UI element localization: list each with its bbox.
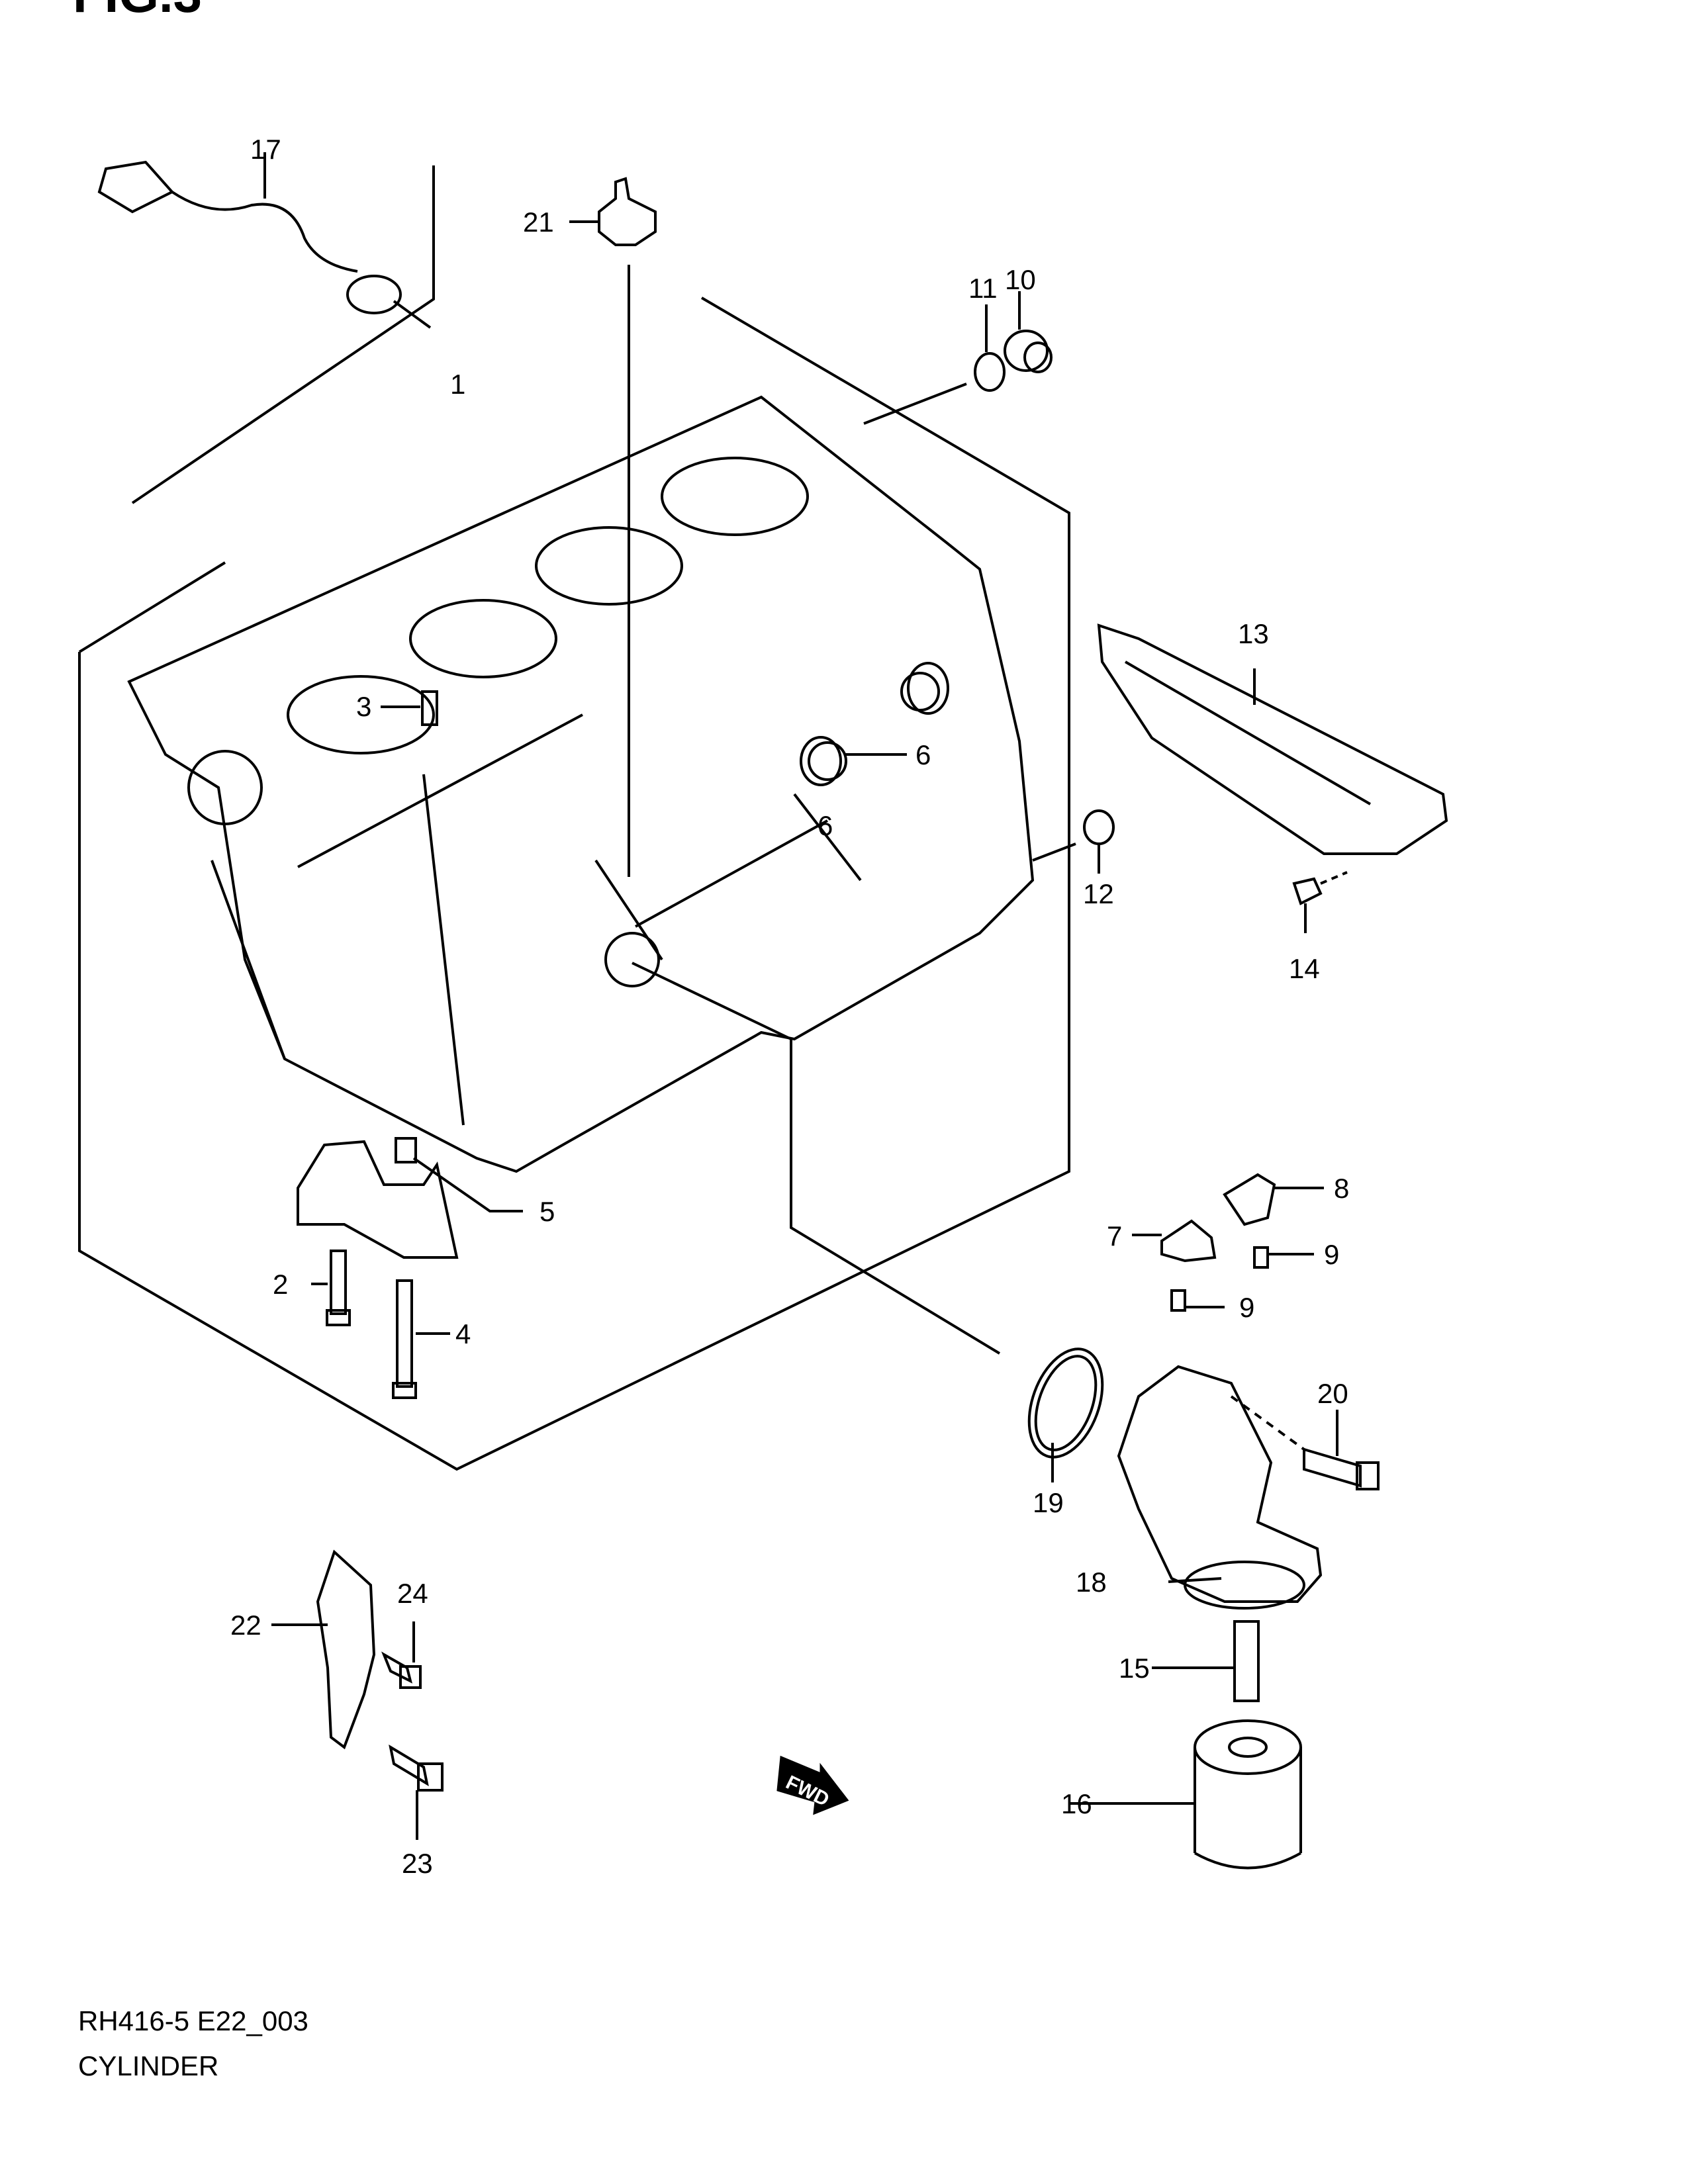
part-16-oil-filter [1069,1719,1302,1870]
callout-10: 10 [1005,264,1036,295]
parts-10-11-plug-gasket [974,291,1053,392]
callout-labels: 1 2 3 4 5 6 6 7 8 9 9 10 11 12 13 14 15 … [230,134,1349,1879]
part-14-bolt [1292,871,1348,933]
callout-12: 12 [1083,878,1114,909]
callout-15: 15 [1119,1653,1150,1684]
callout-14: 14 [1289,953,1320,984]
callout-18: 18 [1076,1567,1107,1598]
callout-4: 4 [455,1318,471,1349]
diagram-name: CYLINDER [78,2050,219,2081]
part-20-bolt [1230,1395,1380,1490]
callout-2: 2 [273,1269,288,1300]
diagram-code: RH416-5 E22_003 [78,2005,308,2036]
callout-8: 8 [1334,1173,1349,1204]
part-3-stud [381,690,438,726]
callout-13: 13 [1238,618,1269,649]
callout-6b: 6 [818,810,833,841]
callout-17: 17 [250,134,281,165]
callout-1: 1 [450,369,465,400]
part-18-oil-filter-housing [1117,1365,1323,1610]
callout-5: 5 [539,1196,555,1227]
callout-21: 21 [523,206,554,238]
callout-23: 23 [402,1848,433,1879]
callout-6a: 6 [915,739,931,770]
callout-22: 22 [230,1610,261,1641]
cylinder-block [127,265,1076,1355]
part-22-bracket [271,1549,376,1750]
part-13-plate [1097,623,1448,855]
callout-3: 3 [356,691,371,722]
cylinder-block-frame [78,165,1070,1471]
part-24-bolt [381,1621,422,1689]
part-6-o-rings [800,662,949,786]
part-23-bolt [389,1744,444,1840]
callout-20: 20 [1317,1378,1348,1409]
part-19-o-ring [1027,1347,1104,1482]
part-5-bearing-cap [297,1137,523,1259]
part-12-dowel-pin [1083,809,1115,874]
parts-2-4-bolts [311,1250,450,1399]
parts-7-8-9-brackets [1132,1173,1324,1312]
callout-9a: 9 [1324,1239,1339,1270]
callout-19: 19 [1033,1487,1064,1518]
figure-title: FIG.3 [73,0,202,23]
part-15-stud [1152,1620,1260,1702]
callout-11: 11 [968,273,998,304]
callout-24: 24 [397,1578,428,1609]
callout-16: 16 [1061,1788,1092,1819]
callout-7: 7 [1107,1220,1122,1251]
callout-9b: 9 [1239,1292,1254,1323]
part-21-oil-pressure-switch [569,177,657,246]
part-17-knock-sensor [97,152,432,329]
fwd-arrow-icon: FWD [776,1755,849,1815]
